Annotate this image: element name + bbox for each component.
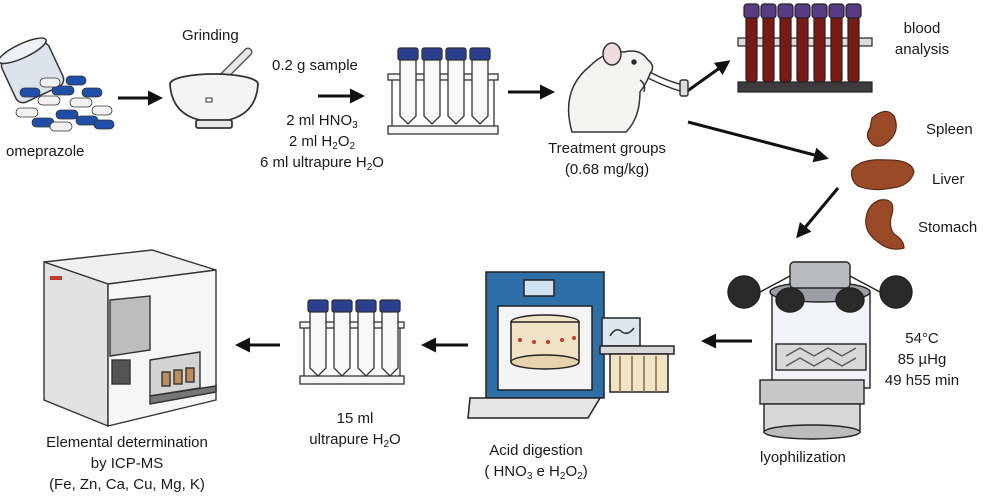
- lyophilization-conditions: 54°C 85 µHg 49 h55 min: [872, 328, 972, 391]
- dose-label: (0.68 mg/kg): [564, 161, 650, 178]
- duration-value: 49 h55 min: [884, 372, 960, 389]
- grinding-label: Grinding: [182, 27, 239, 44]
- sample-tubes-icon: [387, 47, 499, 135]
- liver-icon: [851, 159, 915, 191]
- icp-ms-instrument-icon: [43, 249, 217, 428]
- mortar-pestle-icon: [169, 47, 259, 129]
- blood-line-1: blood: [903, 20, 941, 37]
- arrow-rat-to-blood: [685, 60, 731, 94]
- dilution-volume: 15 ml: [336, 410, 374, 427]
- reagent-hno3: 2 ml HNO3: [286, 112, 358, 131]
- stomach-icon: [865, 199, 905, 250]
- lyophilizer-icon: [727, 261, 913, 440]
- treatment-groups-label: Treatment groups: [548, 140, 666, 157]
- arrow-rat-to-organs: [687, 120, 829, 163]
- blood-line-2: analysis: [894, 41, 950, 58]
- treatment-block: Treatment groups (0.68 mg/kg): [532, 138, 682, 180]
- pressure-value: 85 µHg: [897, 351, 947, 368]
- arrow-organs-to-lyophilizer: [796, 187, 840, 239]
- dilution-solvent: ultrapure H2O: [309, 431, 401, 450]
- microwave-digester-icon: [467, 271, 675, 419]
- sample-mass-label: 0.2 g sample: [272, 57, 358, 74]
- elemental-line-3: (Fe, Zn, Ca, Cu, Mg, K): [49, 476, 205, 493]
- reagent-water: 6 ml ultrapure H2O: [260, 154, 384, 173]
- rat-icon: [567, 42, 689, 133]
- acid-digestion-block: Acid digestion ( HNO3 e H2O2): [466, 440, 606, 482]
- elemental-line-2: by ICP-MS: [90, 455, 164, 472]
- liver-label: Liver: [932, 171, 965, 188]
- elemental-line-1: Elemental determination: [46, 434, 208, 451]
- acid-digestion-label: Acid digestion: [489, 442, 583, 459]
- elemental-determination-block: Elemental determination by ICP-MS (Fe, Z…: [24, 432, 230, 495]
- stomach-label: Stomach: [918, 219, 978, 236]
- lyophilization-label: lyophilization: [760, 449, 846, 466]
- flow-arrows: [118, 60, 840, 353]
- reagent-h2o2: 2 ml H2O2: [288, 133, 356, 152]
- dilution-block: 15 ml ultrapure H2O: [300, 408, 410, 450]
- reagents-list: 2 ml HNO3 2 ml H2O2 6 ml ultrapure H2O: [246, 110, 398, 173]
- temperature-value: 54°C: [905, 330, 939, 347]
- spleen-label: Spleen: [926, 121, 973, 138]
- capsules-icon: [0, 37, 115, 132]
- blood-analysis-label: blood analysis: [880, 18, 964, 60]
- digested-tubes-icon: [299, 299, 405, 385]
- blood-tubes-icon: [737, 3, 873, 93]
- acid-reagents: ( HNO3 e H2O2): [484, 463, 588, 482]
- omeprazole-label: omeprazole: [6, 143, 85, 160]
- spleen-icon: [866, 110, 897, 147]
